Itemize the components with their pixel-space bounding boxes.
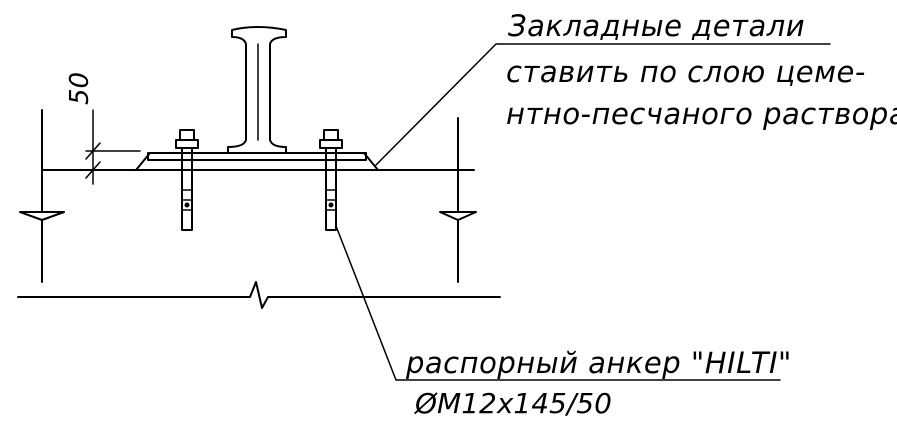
embedded-note-line-1: Закладные детали (508, 9, 805, 43)
embedded-note-line-3: нтно-песчаного раствора (506, 97, 897, 131)
slab-bottom-line (17, 281, 501, 309)
anchor-bolt-left (175, 129, 199, 231)
i-beam (227, 26, 287, 154)
left-break-line (19, 109, 65, 283)
dimension-50: 50 (65, 72, 141, 185)
embedded-note-leader (375, 43, 831, 166)
base-plate (147, 152, 367, 161)
mortar-bed (135, 152, 379, 171)
embedded-note-line-2: ставить по слою цеме- (506, 55, 866, 89)
anchor-note-leader (335, 225, 781, 381)
right-break-line (439, 117, 477, 283)
dimension-value: 50 (65, 72, 95, 105)
anchor-note-line-1: распорный анкер "HILTI" (405, 346, 792, 380)
anchor-bolt-right (319, 129, 343, 231)
anchor-note-line-2: ØM12x145/50 (414, 387, 612, 420)
